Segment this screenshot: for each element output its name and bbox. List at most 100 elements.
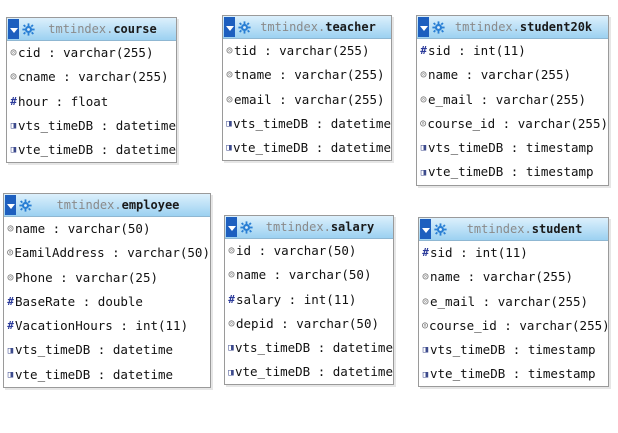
gear-icon[interactable] (432, 20, 445, 34)
field-row[interactable]: ◨vte_timeDB : datetime (225, 360, 393, 384)
table-header[interactable]: tmtindex.course (7, 18, 176, 41)
field-type: datetime (330, 140, 391, 156)
dropdown-arrow-icon[interactable] (420, 219, 431, 239)
field-separator: : (273, 315, 297, 331)
field-row[interactable]: ◨vts_timeDB : datetime (225, 336, 393, 360)
field-row[interactable]: #sid : int(11) (417, 39, 608, 63)
table-salary[interactable]: tmtindex.salary ◎id : varchar(50)◎name : … (224, 215, 394, 385)
field-separator: : (473, 91, 496, 107)
field-row[interactable]: ◨vts_timeDB : datetime (223, 112, 391, 136)
datetime-icon: ◨ (7, 369, 14, 380)
varchar-icon: ◎ (226, 69, 233, 81)
field-name: tid (234, 43, 257, 58)
field-row[interactable]: ◎name : varchar(50) (4, 217, 210, 241)
field-row[interactable]: ◎name : varchar(255) (419, 265, 608, 289)
field-name: vte_timeDB (234, 364, 311, 380)
dropdown-arrow-icon[interactable] (226, 217, 237, 237)
field-type: varchar(255) (495, 91, 587, 107)
field-row[interactable]: ◎cid : varchar(255) (7, 41, 176, 65)
field-row[interactable]: ◨vte_timeDB : timestamp (419, 362, 608, 386)
table-name: salary (330, 220, 375, 234)
field-separator: : (452, 245, 476, 260)
varchar-icon: ◎ (10, 71, 17, 83)
field-type: int(11) (475, 245, 528, 260)
number-icon: # (7, 319, 14, 333)
field-row[interactable]: ◎name : varchar(50) (225, 263, 393, 287)
table-student[interactable]: tmtindex.student#sid : int(11)◎name : va… (418, 217, 610, 387)
field-name: name (428, 67, 459, 83)
field-row[interactable]: #BaseRate : double (4, 290, 210, 314)
dropdown-arrow-icon[interactable] (224, 17, 235, 37)
field-type: varchar(255) (517, 115, 608, 131)
field-separator: : (48, 93, 71, 109)
dropdown-arrow-icon[interactable] (418, 17, 429, 37)
field-type: varchar(255) (63, 45, 154, 60)
field-row[interactable]: ◎EamilAddress : varchar(50) (4, 241, 210, 265)
field-row[interactable]: ◎course_id : varchar(255) (417, 112, 608, 136)
field-separator: : (450, 43, 474, 58)
table-student20k[interactable]: tmtindex.student20k#sid : int(11)◎name :… (416, 15, 609, 186)
table-header[interactable]: tmtindex.student (419, 218, 608, 241)
dropdown-arrow-icon[interactable] (8, 19, 19, 39)
table-header[interactable]: tmtindex.employee (4, 194, 210, 217)
database-prefix: tmtindex. (48, 22, 114, 36)
field-separator: : (93, 142, 116, 158)
field-type: timestamp (525, 164, 594, 180)
field-row[interactable]: ◨vte_timeDB : datetime (7, 138, 176, 162)
field-type: varchar(255) (497, 293, 589, 309)
table-teacher[interactable]: tmtindex.teacher◎tid : varchar(255)◎tnam… (222, 15, 392, 161)
field-type: varchar(255) (482, 269, 573, 285)
field-name: vts_timeDB (232, 115, 309, 131)
field-name: vts_timeDB (15, 342, 91, 358)
field-row[interactable]: ◎tname : varchar(255) (223, 63, 391, 87)
field-row[interactable]: ◨vte_timeDB : timestamp (417, 160, 608, 184)
datetime-icon: ◨ (422, 345, 429, 356)
field-row[interactable]: ◨vts_timeDB : timestamp (417, 136, 608, 160)
gear-icon[interactable] (238, 20, 251, 34)
gear-icon[interactable] (19, 198, 32, 212)
field-row[interactable]: #hour : float (7, 90, 176, 114)
field-row[interactable]: ◎Phone : varchar(25) (4, 266, 210, 290)
field-type: datetime (115, 117, 176, 133)
field-row[interactable]: ◎name : varchar(255) (417, 63, 608, 87)
field-name: vte_timeDB (232, 140, 309, 156)
field-row[interactable]: ◎e_mail : varchar(255) (417, 88, 608, 112)
table-title: tmtindex.salary (253, 220, 393, 234)
field-separator: : (45, 221, 68, 236)
number-icon: # (7, 295, 14, 309)
field-row[interactable]: ◎course_id : varchar(255) (419, 314, 610, 338)
field-name: cid (18, 45, 41, 60)
field-row[interactable]: #sid : int(11) (419, 241, 608, 265)
field-row[interactable]: ◎depid : varchar(50) (225, 312, 393, 336)
field-row[interactable]: #VacationHours : int(11) (4, 314, 210, 338)
gear-icon[interactable] (434, 222, 447, 236)
table-header[interactable]: tmtindex.student20k (417, 16, 608, 39)
dropdown-arrow-icon[interactable] (5, 195, 16, 215)
field-row[interactable]: ◎email : varchar(255) (223, 88, 391, 112)
field-row[interactable]: ◨vte_timeDB : datetime (4, 363, 210, 387)
field-separator: : (281, 291, 304, 307)
field-separator: : (93, 117, 116, 133)
table-course[interactable]: tmtindex.course◎cid : varchar(255)◎cname… (6, 17, 177, 163)
field-row[interactable]: ◨vts_timeDB : timestamp (419, 338, 608, 362)
field-row[interactable]: #salary : int(11) (225, 288, 393, 312)
table-header[interactable]: tmtindex.teacher (223, 16, 391, 39)
gear-icon[interactable] (240, 220, 253, 234)
table-header[interactable]: tmtindex.salary (225, 216, 393, 239)
field-row[interactable]: ◎id : varchar(50) (225, 239, 393, 263)
field-row[interactable]: ◎cname : varchar(255) (7, 65, 176, 89)
field-row[interactable]: ◨vts_timeDB : datetime (4, 338, 210, 362)
field-type: datetime (112, 342, 174, 358)
datetime-icon: ◨ (228, 367, 234, 378)
table-name: student20k (519, 20, 593, 34)
field-row[interactable]: ◎e_mail : varchar(255) (419, 290, 608, 314)
field-type: varchar(255) (279, 43, 370, 58)
field-separator: : (505, 342, 528, 358)
field-row[interactable]: ◎tid : varchar(255) (223, 39, 391, 63)
field-row[interactable]: ◨vts_timeDB : datetime (7, 114, 176, 138)
gear-icon[interactable] (22, 22, 35, 36)
field-row[interactable]: ◨vte_timeDB : datetime (223, 136, 391, 160)
datetime-icon: ◨ (7, 345, 14, 356)
field-separator: : (40, 45, 64, 60)
table-employee[interactable]: tmtindex.employee◎name : varchar(50)◎Eam… (3, 193, 211, 388)
